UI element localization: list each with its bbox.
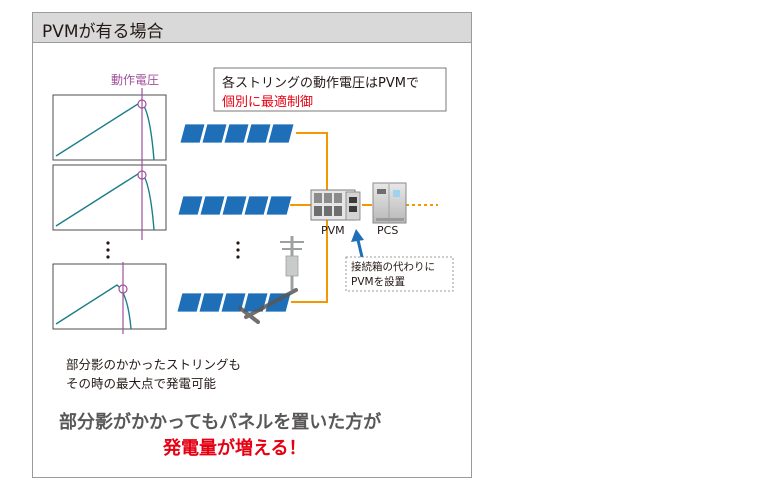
pcs-label: PCS: [377, 224, 399, 237]
callout-line-1: 接続箱の代わりに: [351, 261, 435, 273]
note-line-2: 個別に最適制御: [222, 95, 314, 110]
pvm-device-icon: [310, 189, 361, 221]
callout-arrow: [351, 229, 364, 258]
header-bar: PVMが有る場合: [33, 13, 471, 43]
pvm-label: PVM: [321, 224, 345, 237]
partial-shade-line-1: 部分影のかかったストリングも: [66, 357, 242, 372]
note-box: [213, 67, 447, 112]
partial-shade-line-2: その時の最大点で発電可能: [66, 376, 217, 391]
orange-wiring: [290, 132, 438, 303]
headline-line-2: 発電量が増える！: [163, 438, 307, 459]
callout-line-2: PVMを設置: [351, 276, 406, 288]
ellipsis-dots-middle: [236, 241, 240, 259]
headline-line-1: 部分影がかかってもパネルを置いた方が: [59, 412, 382, 433]
note-line-1: 各ストリングの動作電圧はPVMで: [222, 76, 419, 91]
ellipsis-dots-left: [106, 241, 110, 259]
header-title: PVMが有る場合: [42, 22, 164, 42]
iv-curve-chart-2: [52, 164, 167, 231]
callout-box: [345, 256, 454, 292]
solar-string-2: [177, 195, 293, 216]
pcs-device-icon: [372, 182, 407, 224]
pole-shadow: [238, 288, 298, 324]
iv-curve-chart-3: [52, 263, 167, 330]
utility-pole-icon: [280, 236, 304, 290]
operating-voltage-label: 動作電圧: [111, 73, 160, 87]
iv-curve-chart-1: [52, 94, 167, 161]
solar-string-1: [179, 123, 295, 144]
